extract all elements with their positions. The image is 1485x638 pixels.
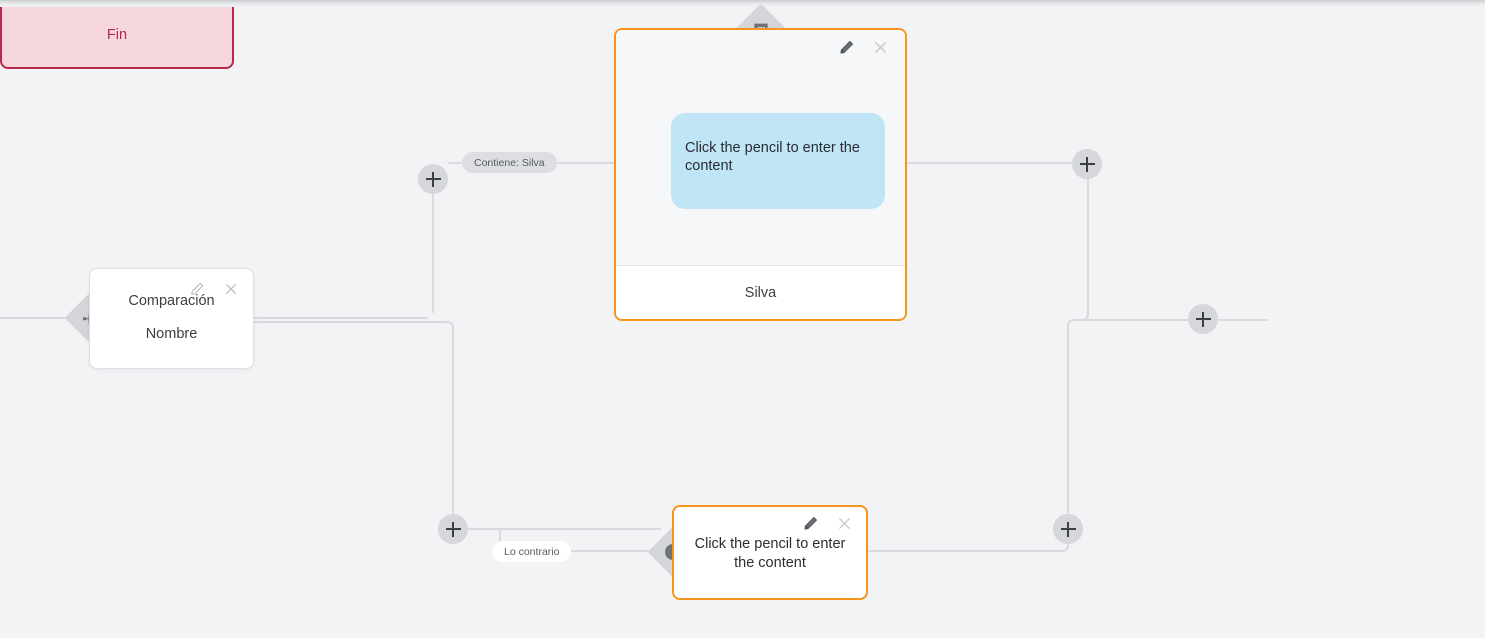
wait-actions [802,515,852,531]
edge-label-contiene[interactable]: Contiene: Silva [462,152,557,173]
edge-label-lo-contrario[interactable]: Lo contrario [492,541,572,562]
add-node-button-after-wait[interactable] [1053,514,1083,544]
comparacion-actions [189,281,239,297]
pencil-icon[interactable] [189,281,205,297]
close-icon[interactable] [223,281,239,297]
pencil-icon[interactable] [838,39,854,55]
comparacion-subtitle: Nombre [145,326,198,342]
pencil-icon[interactable] [802,515,818,531]
add-node-button-branch-false[interactable] [438,514,468,544]
wait-body-text[interactable]: Click the pencil to enter the content [694,536,846,571]
edge-bottomright-up [1067,319,1082,514]
add-node-button-after-message[interactable] [1072,149,1102,179]
node-fin[interactable]: Fin [0,0,234,69]
node-wait[interactable]: Click the pencil to enter the content [672,505,868,600]
node-message[interactable]: Click the pencil to enter the content Si… [614,28,907,321]
add-node-button-before-fin[interactable] [1188,304,1218,334]
edge-compare-out-bottom [253,321,454,514]
fin-label: Fin [106,26,128,43]
add-node-button-branch-true[interactable] [418,164,448,194]
close-icon[interactable] [836,515,852,531]
message-bubble-text[interactable]: Click the pencil to enter the content [671,113,885,209]
edge-wait-to-plus [867,544,1069,552]
message-actions [838,39,888,55]
close-icon[interactable] [872,39,888,55]
node-comparacion[interactable]: Comparación Nombre [89,268,254,369]
comparacion-title: Comparación [128,293,215,310]
message-footer-label: Silva [616,265,905,319]
edge-topright-down [1074,178,1089,321]
message-body: Click the pencil to enter the content [616,30,905,266]
